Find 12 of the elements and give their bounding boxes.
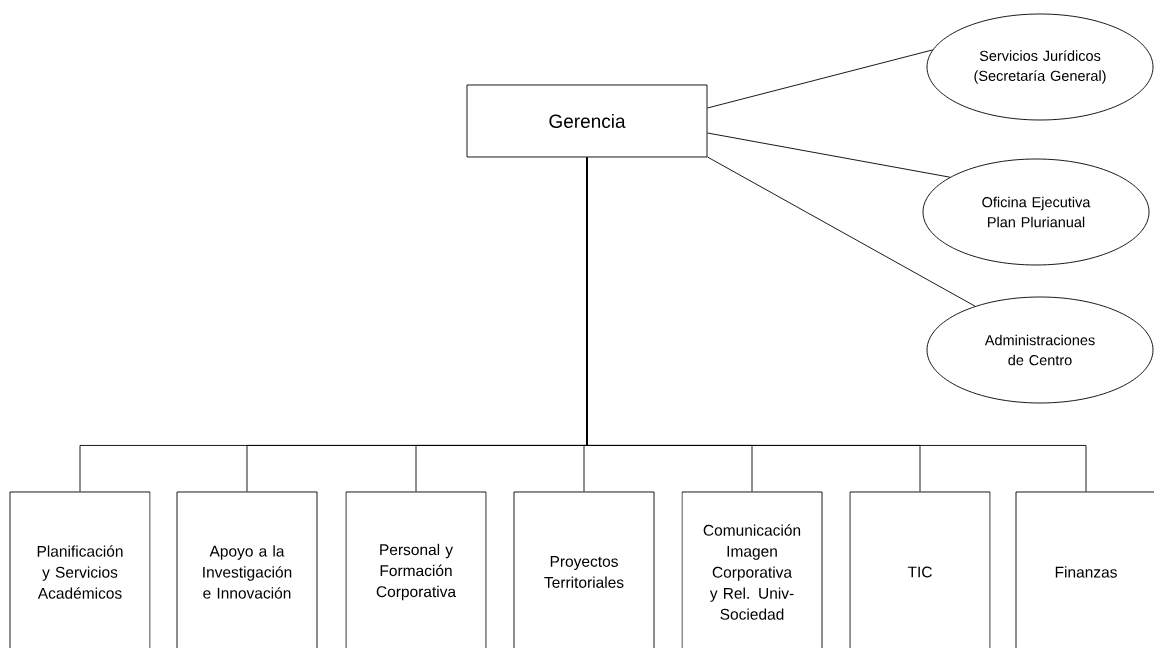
connector-line [586, 157, 1087, 492]
department-box: TIC [849, 491, 991, 648]
department-box: Planificación y Servicios Académicos [9, 491, 151, 648]
connector-line [707, 156, 976, 307]
department-box: Proyectos Territoriales [513, 491, 655, 648]
department-box: Personal y Formación Corporativa [345, 491, 487, 648]
connector-line [707, 132, 951, 178]
manager-box: Gerencia [466, 84, 708, 158]
department-box: Finanzas [1015, 491, 1154, 648]
department-box: Apoyo a la Investigación e Innovación [176, 491, 318, 648]
connector-line [707, 49, 933, 109]
department-box: Comunicación Imagen Corporativa y Rel. Univ-Sociedad [681, 491, 823, 648]
